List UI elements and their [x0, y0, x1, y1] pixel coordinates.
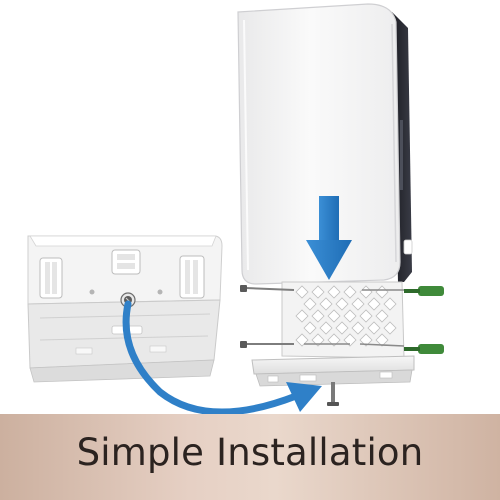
curved-arrow-icon — [122, 300, 322, 416]
screws-and-anchors — [240, 285, 444, 354]
caption-title: Simple Installation — [76, 431, 424, 474]
caption-band — [0, 414, 500, 500]
console-illustration — [237, 3, 413, 285]
arrow-down-icon — [306, 196, 352, 280]
mounted-bracket — [251, 281, 415, 406]
